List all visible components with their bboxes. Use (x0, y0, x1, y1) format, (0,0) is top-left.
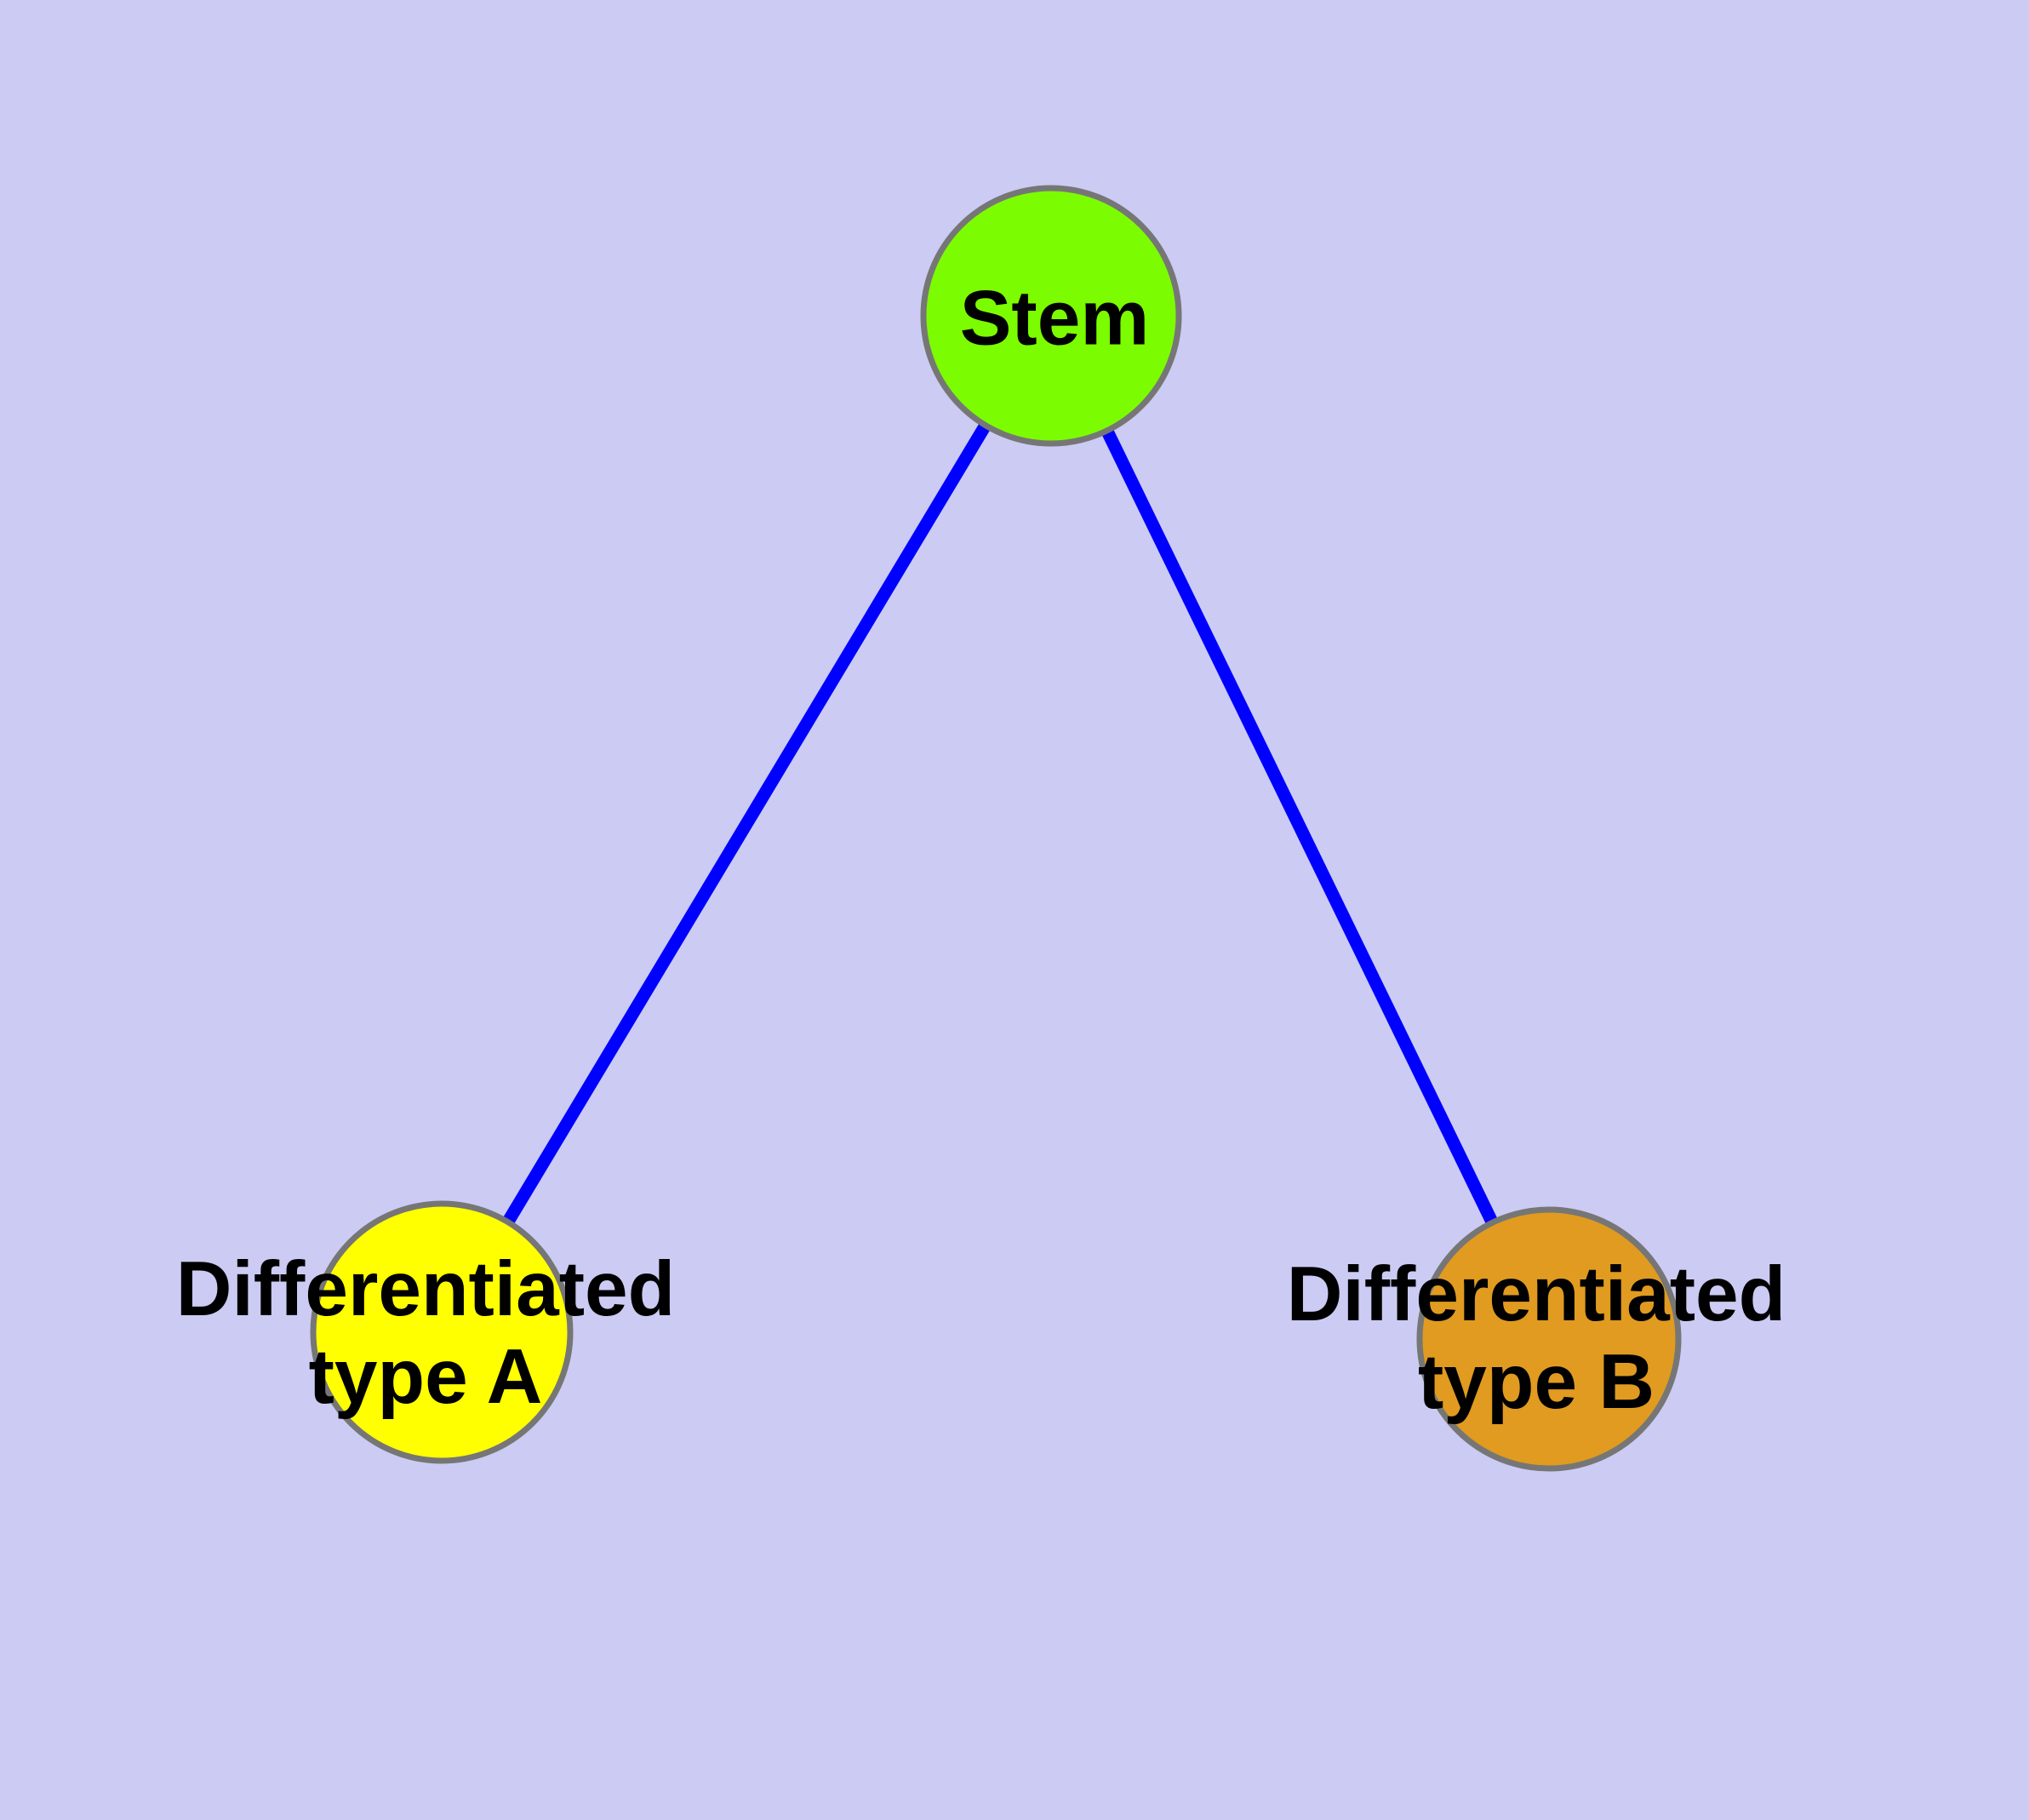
node-type-a-label-line-2: type A (308, 1334, 543, 1420)
node-type-a-circle (310, 1200, 574, 1464)
node-type-b-label-line-2: type B (1417, 1339, 1655, 1425)
node-type-a-label-line-1: Differentiated (175, 1246, 676, 1332)
edge-stem-to-type-b (1045, 312, 1555, 1342)
node-stem-label-line-1: Stem (959, 275, 1150, 362)
node-stem-label: Stem (960, 275, 1150, 363)
edge-stem-to-type-a (436, 312, 1057, 1336)
node-type-a-label: Differentiated type A (176, 1245, 676, 1421)
node-type-b-label: Differentiated type B (1287, 1251, 1786, 1426)
node-type-b-circle (1416, 1206, 1682, 1472)
node-type-b-label-line-1: Differentiated (1286, 1251, 1786, 1337)
node-stem-circle (920, 185, 1182, 447)
